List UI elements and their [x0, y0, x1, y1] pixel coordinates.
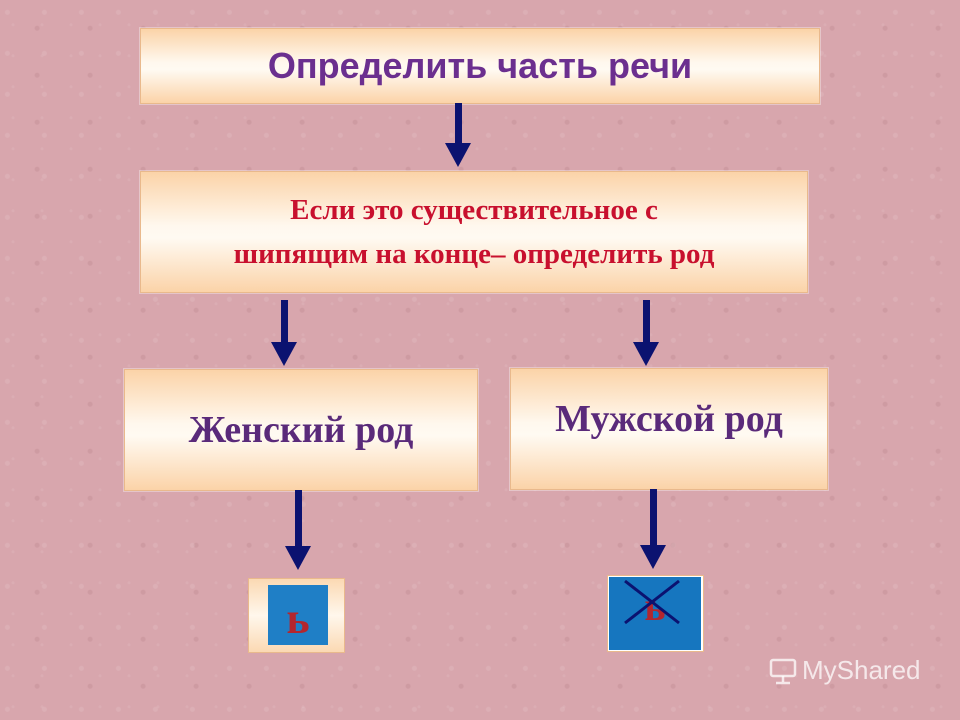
rule-box: Если это существительное с шипящим на ко… [140, 171, 808, 293]
masculine-soft-sign: ь [609, 577, 701, 650]
feminine-label: Женский род [188, 409, 414, 451]
presentation-logo-icon [769, 658, 797, 684]
masculine-box: Мужской род [510, 368, 828, 490]
masculine-label: Мужской род [555, 398, 783, 440]
feminine-soft-sign: ь [268, 585, 328, 645]
rule-line-1: Если это существительное с [290, 194, 658, 226]
rule-line-2: шипящим на конце– определить род [233, 238, 715, 270]
title-box: Определить часть речи [140, 28, 820, 104]
cross-out-icon [624, 579, 680, 625]
watermark-text: MyShared [802, 655, 921, 685]
feminine-box: Женский род [124, 369, 478, 491]
watermark: MyShared [768, 655, 921, 686]
title-text: Определить часть речи [267, 45, 693, 86]
feminine-soft-sign-letter: ь [286, 593, 310, 643]
rule-text: Если это существительное с шипящим на ко… [234, 188, 715, 276]
